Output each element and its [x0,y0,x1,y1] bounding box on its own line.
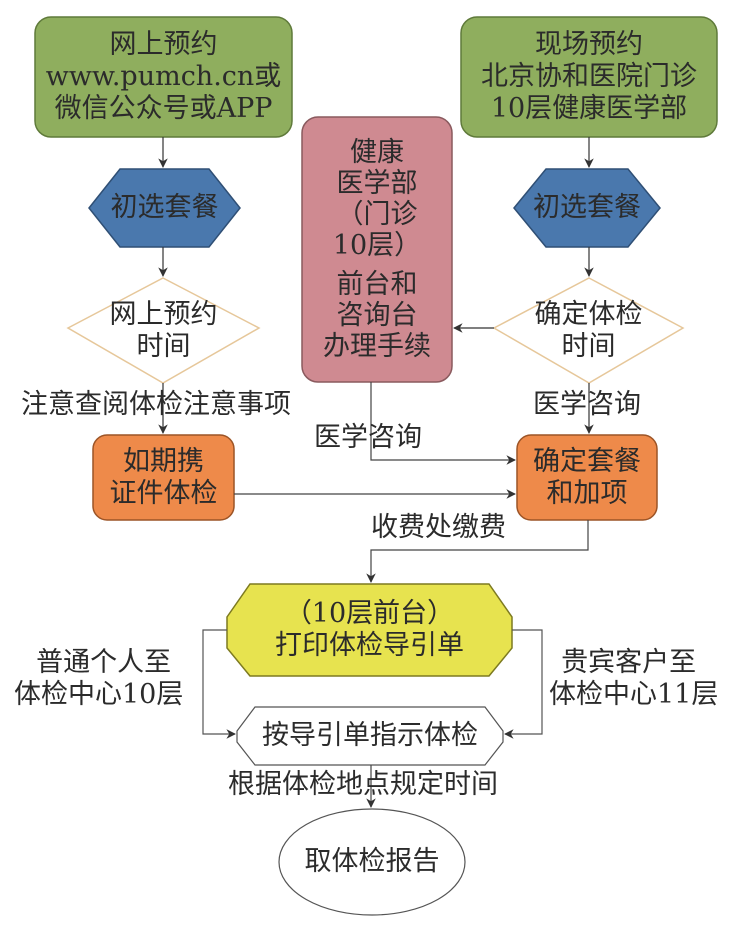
confirm-package-line: 确定套餐 [533,445,641,477]
vip-client-line: 贵宾客户至 [561,647,697,678]
edge-confirm-to-print [366,520,589,583]
confirm-time-line: 时间 [561,330,616,362]
select-package-right-node: 初选套餐 [514,169,660,247]
confirm-time-line: 确定体检 [534,298,643,330]
confirm-package-node: 确定套餐 和加项 [517,435,657,520]
health-dept-line: （门诊 [336,199,418,230]
follow-guide-label: 按导引单指示体检 [262,720,478,751]
online-booking-channels: 微信公众号或APP [54,93,273,124]
get-report-label: 取体检报告 [304,846,440,877]
onsite-booking-dept: 10层健康医学部 [490,93,688,124]
get-report-node: 取体检报告 [279,809,465,915]
online-time-line: 时间 [136,330,191,362]
online-time-node: 网上预约 时间 [68,278,259,383]
get-report-ellipse [278,808,466,916]
bring-id-box [92,434,235,521]
health-dept-line: 办理手续 [323,331,431,362]
edge-print-to-follow-left [202,629,236,739]
bring-id-node: 如期携 证件体检 [93,435,234,520]
edge-health-to-confirm [370,382,516,465]
print-guide-shape [226,583,513,677]
bring-id-line: 如期携 [123,445,204,477]
select-package-left-shape [88,168,241,248]
select-package-left-node: 初选套餐 [89,169,240,247]
consult-left-label: 医学咨询 [314,422,422,453]
health-dept-node: 健康 医学部 （门诊 10层） 前台和 咨询台 办理手续 [302,117,452,382]
health-dept-line: 医学部 [336,168,418,199]
confirm-package-box [516,434,658,521]
report-time-label: 根据体检地点规定时间 [228,769,498,800]
health-dept-line: 前台和 [336,269,418,300]
online-time-line: 网上预约 [109,298,218,330]
select-package-right-shape [513,168,661,248]
regular-client-line: 体检中心10层 [14,679,184,710]
select-package-right-label: 初选套餐 [533,192,641,223]
onsite-booking-hospital: 北京协和医院门诊 [481,61,697,92]
bring-id-line: 证件体检 [109,477,218,509]
regular-client-label: 普通个人至 体检中心10层 [14,647,183,711]
onsite-booking-node: 现场预约 北京协和医院门诊 10层健康医学部 [461,17,717,137]
edge-print-to-follow-right [504,629,543,739]
vip-client-line: 体检中心11层 [549,679,719,710]
print-guide-line: 打印体检导引单 [275,630,464,661]
follow-guide-shape [236,706,504,766]
print-guide-line: （10层前台） [284,598,455,629]
health-dept-line: 咨询台 [336,300,418,331]
health-dept-box [301,116,453,383]
confirm-package-line: 和加项 [546,477,628,509]
health-dept-line: 健康 [350,137,404,168]
confirm-time-node: 确定体检 时间 [494,278,683,383]
select-package-left-label: 初选套餐 [110,192,219,223]
online-booking-title: 网上预约 [109,29,218,60]
print-guide-node: （10层前台） 打印体检导引单 [227,584,512,676]
health-dept-line: 10层） [332,230,422,261]
consult-right-label: 医学咨询 [533,389,641,420]
onsite-booking-title: 现场预约 [535,29,643,60]
regular-client-line: 普通个人至 [36,647,172,678]
online-booking-url: www.pumch.cn或 [45,61,282,92]
follow-guide-node: 按导引单指示体检 [237,707,503,765]
payment-label: 收费处缴费 [371,512,506,543]
online-booking-node: 网上预约 www.pumch.cn或 微信公众号或APP [35,17,292,137]
notice-label: 注意查阅体检注意事项 [21,389,291,420]
vip-client-label: 贵宾客户至 体检中心11层 [549,647,718,711]
